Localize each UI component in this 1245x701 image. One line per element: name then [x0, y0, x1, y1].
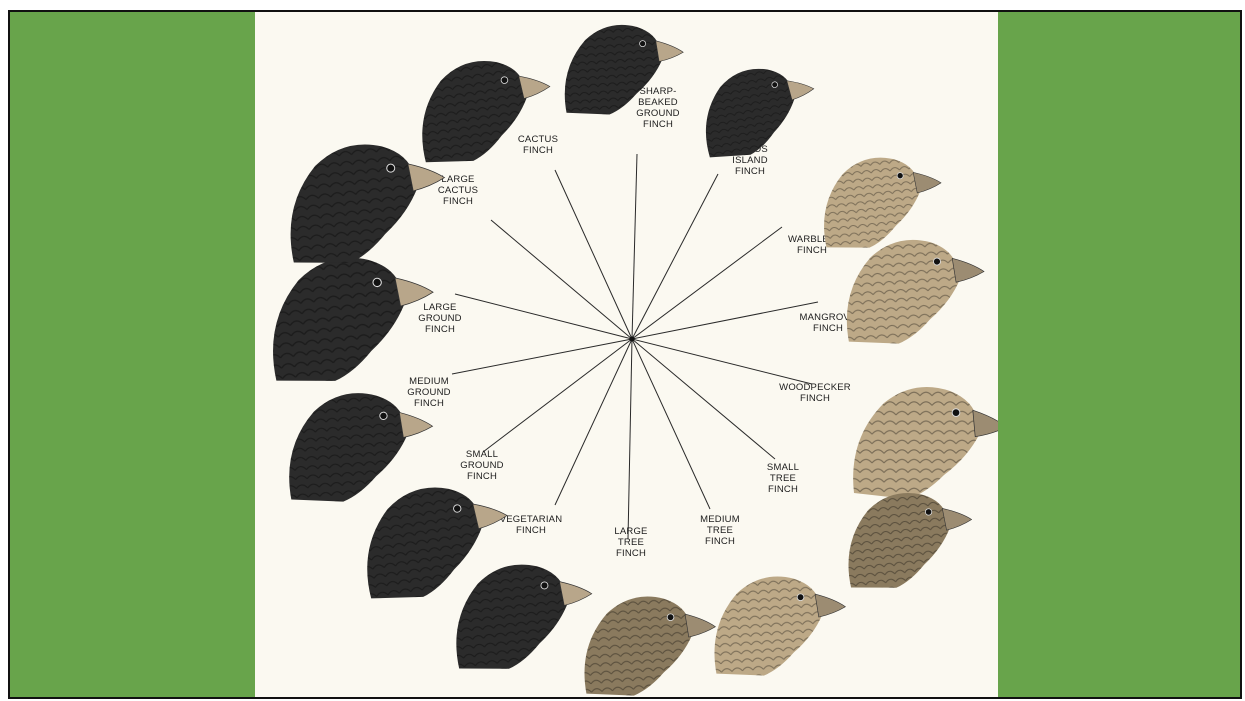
finch-large-tree-label-line: FINCH	[616, 548, 646, 559]
finch-head-icon	[579, 592, 720, 699]
finch-warbler-label-line: FINCH	[797, 245, 827, 256]
finch-medium-tree-label-line: TREE	[707, 525, 733, 536]
finch-small-ground-label-line: SMALL	[466, 449, 498, 460]
finch-cactus-label-line: FINCH	[523, 145, 553, 156]
finch-woodpecker-label-line: WOODPECKER	[779, 382, 851, 393]
finch-medium-ground-label-line: GROUND	[407, 387, 450, 398]
finch-sharp-beaked-ground-spoke	[632, 154, 637, 339]
finch-small-tree-label-line: FINCH	[768, 484, 798, 495]
finch-vegetarian-label-line: VEGETARIAN	[500, 514, 563, 525]
finch-small-ground-spoke	[483, 339, 632, 452]
finch-diagram-panel: CACTUSFINCHSHARP-BEAKEDGROUNDFINCHCOCOSI…	[255, 12, 998, 699]
finch-small-ground-label-line: FINCH	[467, 471, 497, 482]
finch-cactus-label-line: CACTUS	[518, 134, 558, 145]
finch-head-icon	[709, 572, 850, 679]
finch-head-icon	[853, 387, 998, 499]
finch-vegetarian-spoke	[555, 339, 632, 505]
finch-sharp-beaked-ground-label-line: FINCH	[643, 119, 673, 130]
finch-cactus-spoke	[555, 170, 632, 339]
finch-large-cactus-label-line: LARGE	[441, 174, 474, 185]
finch-large-ground-label-line: LARGE	[423, 302, 456, 313]
finch-sharp-beaked-ground-label-line: BEAKED	[638, 97, 678, 108]
finch-medium-ground-spoke	[452, 339, 632, 374]
finch-medium-ground-label-line: MEDIUM	[409, 376, 449, 387]
finch-head-icon	[263, 249, 441, 387]
finch-large-tree-label-line: TREE	[618, 537, 644, 548]
finch-medium-tree-spoke	[632, 339, 710, 509]
finch-cocos-island-label-line: FINCH	[735, 166, 765, 177]
finch-large-cactus-label-line: CACTUS	[438, 185, 478, 196]
finch-head-icon	[841, 235, 988, 347]
diagram-center	[630, 337, 635, 342]
finch-vegetarian-label-line: FINCH	[516, 525, 546, 536]
finch-large-ground-label-line: FINCH	[425, 324, 455, 335]
finch-woodpecker-label-line: FINCH	[800, 393, 830, 404]
finch-mangrove-spoke	[632, 302, 818, 339]
finch-large-tree-spoke	[628, 339, 632, 539]
finch-small-ground-label-line: GROUND	[460, 460, 503, 471]
finch-cocos-island-label-line: ISLAND	[732, 155, 768, 166]
slide-frame: CACTUSFINCHSHARP-BEAKEDGROUNDFINCHCOCOSI…	[8, 10, 1242, 699]
spoke-lines	[452, 154, 818, 539]
finch-head-icon	[841, 486, 978, 592]
finch-illustrations	[263, 21, 998, 699]
finch-small-tree-label-line: SMALL	[767, 462, 799, 473]
finch-warbler-spoke	[632, 227, 782, 339]
finch-large-cactus-label-line: FINCH	[443, 196, 473, 207]
finch-large-tree-label-line: LARGE	[614, 526, 647, 537]
finch-medium-tree-label-line: MEDIUM	[700, 514, 740, 525]
finch-medium-tree-label-line: FINCH	[705, 536, 735, 547]
finch-large-ground-label-line: GROUND	[418, 313, 461, 324]
finch-mangrove-label-line: FINCH	[813, 323, 843, 334]
finch-head-icon	[817, 151, 947, 252]
finch-small-tree-label-line: TREE	[770, 473, 796, 484]
finch-cocos-island-spoke	[632, 174, 718, 339]
finch-sharp-beaked-ground-label-line: SHARP-	[639, 86, 676, 97]
finch-radial-diagram: CACTUSFINCHSHARP-BEAKEDGROUNDFINCHCOCOSI…	[255, 12, 998, 699]
finch-medium-ground-label-line: FINCH	[414, 398, 444, 409]
finch-sharp-beaked-ground-label-line: GROUND	[636, 108, 679, 119]
finch-head-icon	[448, 557, 598, 674]
finch-head-icon	[695, 59, 823, 162]
